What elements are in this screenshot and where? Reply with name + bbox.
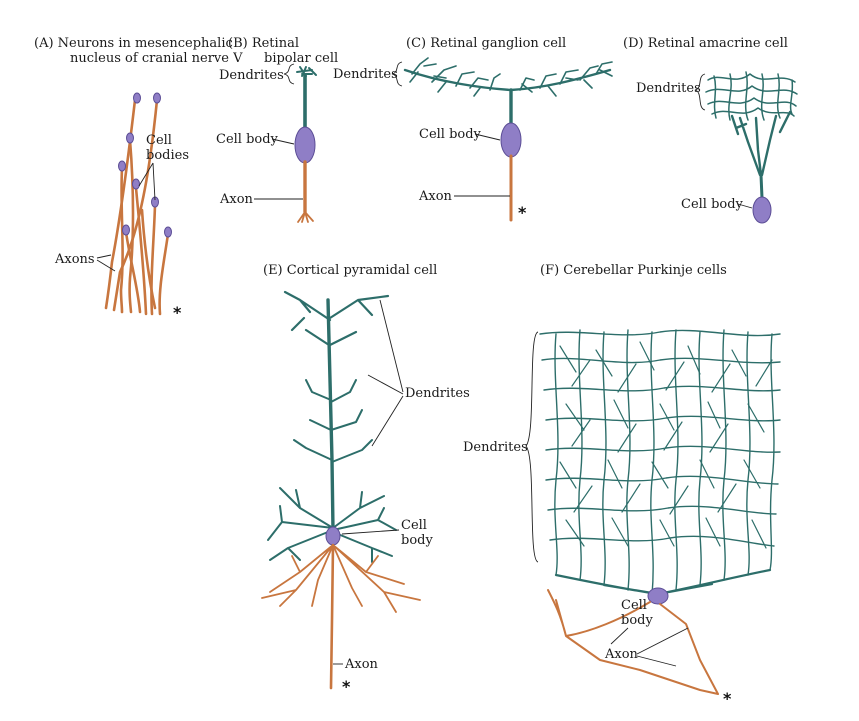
panel-f-neuron — [539, 329, 781, 695]
panel-f: (F) Cerebellar Purkinje cells Dendrites … — [463, 263, 781, 708]
panel-f-label-dendrites: Dendrites — [463, 440, 528, 455]
panel-c-label-axon: Axon — [418, 189, 453, 204]
panel-c-label-dendrites: Dendrites — [333, 67, 398, 82]
panel-d-title: (D) Retinal amacrine cell — [623, 36, 788, 51]
panel-e-label-body: body — [401, 533, 433, 548]
panel-b-title-line2: bipolar cell — [264, 51, 338, 66]
panel-d-neuron — [705, 71, 798, 224]
panel-f-label-cell: Cell — [621, 598, 647, 613]
panel-b-label-dendrites: Dendrites — [219, 68, 284, 83]
panel-a-label-bodies: bodies — [146, 148, 189, 163]
panel-a-title-line2: nucleus of cranial nerve V — [70, 51, 243, 66]
panel-c-title: (C) Retinal ganglion cell — [406, 36, 566, 51]
panel-c: (C) Retinal ganglion cell Dendrites Cell… — [333, 36, 613, 222]
panel-a-title-line1: (A) Neurons in mesencephalic — [34, 36, 233, 51]
panel-e-neuron — [261, 290, 421, 690]
panel-c-asterisk: * — [518, 203, 527, 222]
panel-e-label-dendrites: Dendrites — [405, 386, 470, 401]
panel-a-neurons — [104, 92, 172, 316]
panel-e-title: (E) Cortical pyramidal cell — [263, 263, 437, 278]
panel-f-asterisk: * — [723, 689, 732, 708]
panel-d: (D) Retinal amacrine cell Dendrites Cell… — [623, 36, 798, 224]
panel-e-label-cell: Cell — [401, 518, 427, 533]
panel-e: (E) Cortical pyramidal cell Dendrites Ce… — [261, 263, 470, 696]
panel-a-label-axons: Axons — [54, 252, 95, 267]
panel-d-label-cell-body: Cell body — [681, 197, 744, 212]
panel-e-asterisk: * — [342, 677, 351, 696]
panel-c-neuron — [403, 57, 613, 222]
panel-f-label-body: body — [621, 613, 653, 628]
panel-e-label-axon: Axon — [344, 657, 379, 672]
panel-b-label-axon: Axon — [219, 192, 254, 207]
panel-c-label-cell-body: Cell body — [419, 127, 482, 142]
panel-f-label-axon: Axon — [604, 647, 639, 662]
panel-b-label-cell-body: Cell body — [216, 132, 279, 147]
panel-b: (B) Retinal bipolar cell Dendrites Cell … — [216, 36, 338, 223]
panel-b-neuron — [294, 66, 317, 223]
panel-d-label-dendrites: Dendrites — [636, 81, 701, 96]
panel-b-title-line1: (B) Retinal — [228, 36, 299, 51]
panel-a-asterisk: * — [173, 303, 182, 322]
panel-f-title: (F) Cerebellar Purkinje cells — [540, 263, 727, 278]
panel-a-label-cell: Cell — [146, 133, 172, 148]
panel-a: (A) Neurons in mesencephalic nucleus of … — [34, 36, 243, 322]
